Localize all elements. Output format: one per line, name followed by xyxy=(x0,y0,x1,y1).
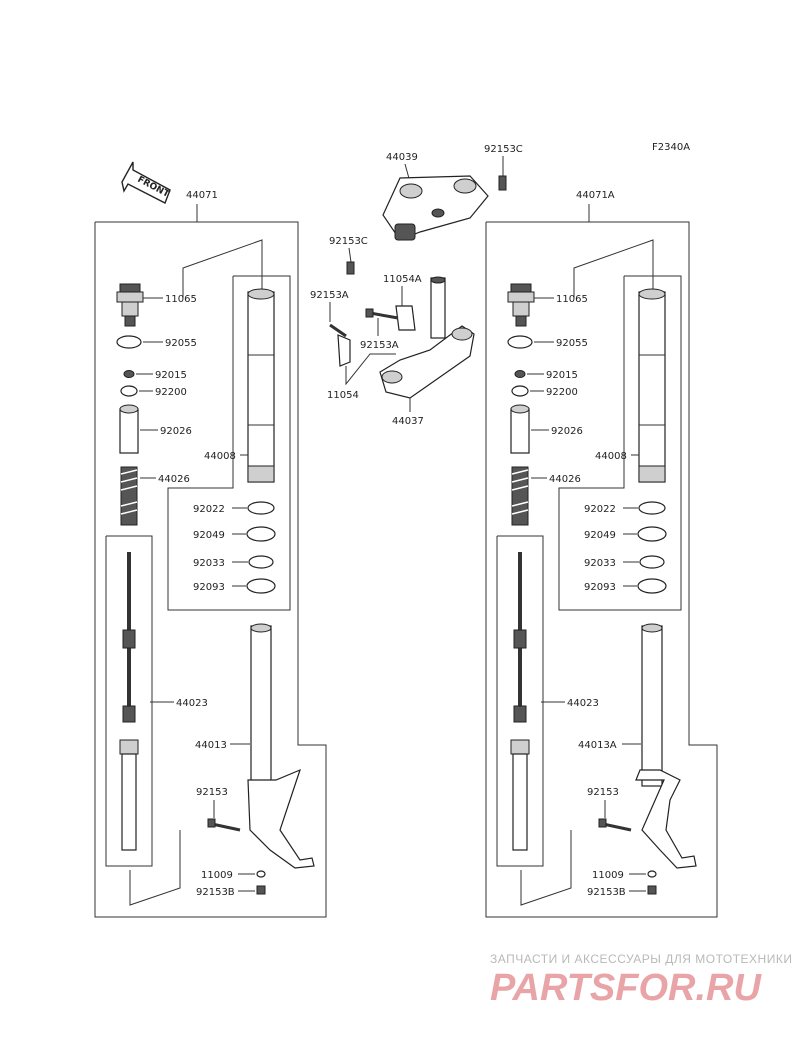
left-outer-tube-label: 44008 xyxy=(204,451,236,462)
right-inner-tube-label: 44013A xyxy=(578,740,617,751)
right-oring-label: 92055 xyxy=(556,338,588,349)
watermark-logo: PARTSFOR.RU xyxy=(490,967,762,1009)
left-inner-tube-label: 44013 xyxy=(195,740,227,751)
left-oil-seal-label: 92049 xyxy=(193,530,225,541)
left-drain-bolt-label: 92153B xyxy=(196,887,235,898)
upper-bracket xyxy=(382,175,489,241)
left-washer-label: 92200 xyxy=(155,387,187,398)
steering-group: 44039 92153C 92153C 11054A 92153A xyxy=(310,144,523,427)
figure-code: F2340A xyxy=(652,142,690,153)
right-bushing-label: 92022 xyxy=(584,504,616,515)
fork-cap-bolt xyxy=(116,283,144,327)
right-dust-seal-label: 92093 xyxy=(584,582,616,593)
left-nut-label: 92015 xyxy=(155,370,187,381)
watermark: ЗАПЧАСТИ И АКСЕССУАРЫ ДЛЯ МОТОТЕХНИКИ PA… xyxy=(490,952,792,1009)
bolt-c-label: 92153C xyxy=(329,236,368,247)
left-collar-label: 92026 xyxy=(160,426,192,437)
fork-spring-r xyxy=(511,466,529,526)
watermark-subtitle: ЗАПЧАСТИ И АКСЕССУАРЫ ДЛЯ МОТОТЕХНИКИ xyxy=(490,952,792,966)
right-bolt-label: 92153 xyxy=(587,787,619,798)
left-fork-group: 44071 11065 92055 92015 92200 xyxy=(94,190,327,918)
left-oring-label: 92055 xyxy=(165,338,197,349)
outer-tube-r xyxy=(638,288,666,483)
right-cap-label: 11065 xyxy=(556,294,588,305)
right-circlip-label: 92033 xyxy=(584,558,616,569)
axle-clamp-bolt-r xyxy=(598,818,632,832)
upper-bracket-label: 44039 xyxy=(386,152,418,163)
left-assembly-label: 44071 xyxy=(186,190,218,201)
hose-guide xyxy=(337,334,351,367)
bolt-a-left-label: 92153A xyxy=(310,290,349,301)
right-cylinder-label: 44023 xyxy=(567,698,599,709)
damper-cylinder xyxy=(119,552,139,851)
axle-clamp-bolt xyxy=(207,818,241,832)
spring-collar-r xyxy=(510,404,530,454)
stem-clamp-label: 11054A xyxy=(383,274,422,285)
left-bolt-label: 92153 xyxy=(196,787,228,798)
outer-tube xyxy=(247,288,275,483)
left-circlip-label: 92033 xyxy=(193,558,225,569)
left-spring-label: 44026 xyxy=(158,474,190,485)
inner-tube-r xyxy=(635,623,697,869)
right-fork-group: 44071A 11065 92055 92015 92200 92026 xyxy=(485,190,718,918)
spring-collar xyxy=(119,404,139,454)
front-arrow-icon: FRONT xyxy=(121,161,171,204)
fork-cap-bolt-r xyxy=(507,283,535,327)
left-cap-label: 11065 xyxy=(165,294,197,305)
left-cylinder-label: 44023 xyxy=(176,698,208,709)
right-outer-tube-label: 44008 xyxy=(595,451,627,462)
inner-tube xyxy=(247,623,315,869)
lower-bracket-label: 44037 xyxy=(392,416,424,427)
lower-bracket xyxy=(379,325,475,399)
left-bushing-label: 92022 xyxy=(193,504,225,515)
right-spring-label: 44026 xyxy=(549,474,581,485)
steering-stem xyxy=(430,276,446,339)
guide-label: 11054 xyxy=(327,390,359,401)
damper-cylinder-r xyxy=(510,552,530,851)
left-gasket-label: 11009 xyxy=(201,870,233,881)
right-drain-bolt-label: 92153B xyxy=(587,887,626,898)
right-assembly-label: 44071A xyxy=(576,190,615,201)
bolt-a-mid-label: 92153A xyxy=(360,340,399,351)
mid-bolt xyxy=(365,308,399,320)
stem-clamp xyxy=(395,305,416,331)
guide-bolt xyxy=(329,323,347,338)
right-washer-label: 92200 xyxy=(546,387,578,398)
fork-spring xyxy=(120,466,138,526)
bolt-c-top-label: 92153C xyxy=(484,144,523,155)
right-oil-seal-label: 92049 xyxy=(584,530,616,541)
right-collar-label: 92026 xyxy=(551,426,583,437)
right-nut-label: 92015 xyxy=(546,370,578,381)
left-dust-seal-label: 92093 xyxy=(193,582,225,593)
right-gasket-label: 11009 xyxy=(592,870,624,881)
